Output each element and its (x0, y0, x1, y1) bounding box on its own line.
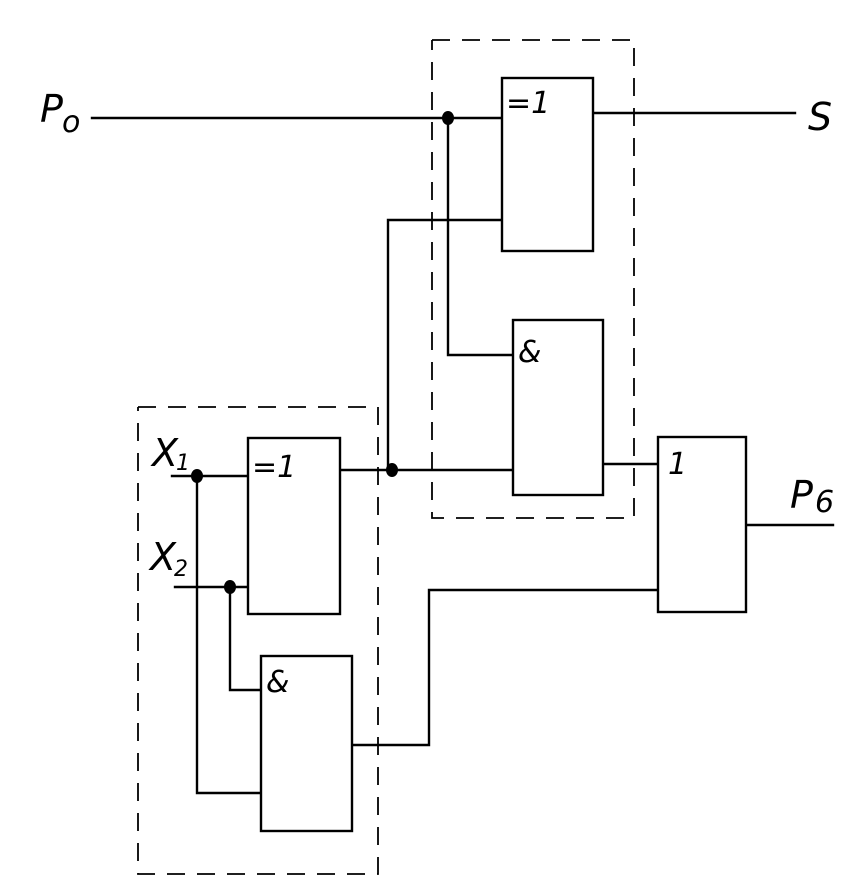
signal-label-x1: X 1 (150, 431, 190, 476)
signal-x1: X (150, 431, 179, 475)
gate-and-top-label: & (518, 335, 541, 370)
signal-label-x2: X 2 (148, 535, 188, 582)
wires (90, 111, 835, 795)
signal-label-p0: P o (40, 87, 80, 140)
signal-x2: X (148, 535, 177, 579)
signal-label-p6: P 6 (790, 473, 834, 520)
signal-p0: P (40, 87, 63, 131)
gate-or-output: 1 (656, 435, 748, 614)
signal-x2-sub: 2 (174, 557, 188, 582)
junction-p0 (442, 111, 454, 125)
wire-x2-to-and-bottom (228, 585, 263, 692)
module-boundary-bottom-left (137, 406, 379, 875)
wire-x1-to-and-bottom (195, 474, 263, 795)
module-boundary-top-right (431, 39, 635, 519)
gate-xor-top-label: =1 (506, 86, 550, 121)
gate-and-top: & (511, 318, 605, 497)
signal-p6: P (790, 473, 813, 517)
junction-x1 (191, 469, 203, 483)
junction-xor-bottom (386, 463, 398, 477)
gate-and-bottom-label: & (266, 665, 289, 700)
gate-xor-top: =1 (500, 76, 595, 253)
signal-p0-sub: o (62, 105, 80, 140)
wire-p0-to-and-top (446, 116, 515, 357)
signal-x1-sub: 1 (176, 451, 190, 476)
junction-x2 (224, 580, 236, 594)
gate-or-output-label: 1 (668, 447, 687, 482)
gate-xor-bottom: =1 (246, 436, 342, 616)
wire-xor-bottom-to-xor-top (386, 218, 504, 472)
signal-label-s: S (808, 95, 832, 139)
gate-and-bottom: & (259, 654, 354, 833)
signal-p6-sub: 6 (815, 485, 834, 520)
gate-xor-bottom-label: =1 (252, 450, 296, 485)
signal-s: S (808, 95, 832, 139)
junctions (191, 111, 454, 594)
wire-and-bottom-to-or (350, 588, 660, 747)
